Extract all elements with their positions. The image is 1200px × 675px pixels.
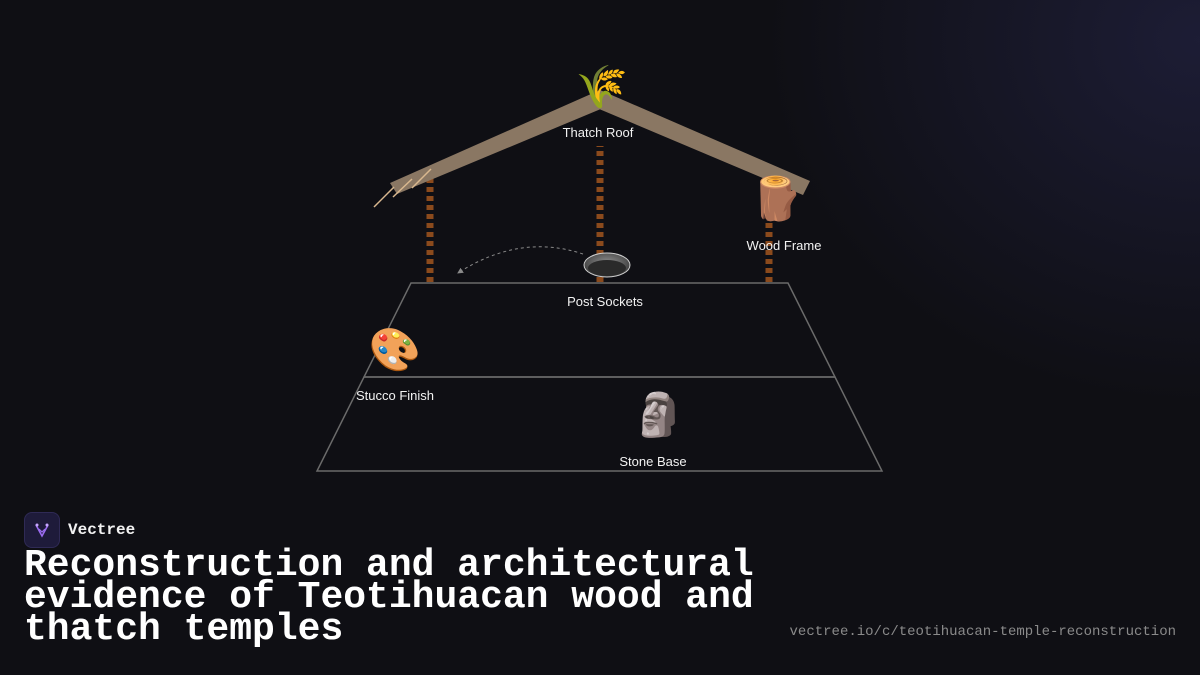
thatch-strand	[392, 178, 413, 198]
wood-log-icon: 🪵	[750, 174, 804, 223]
socket-arrow	[457, 246, 584, 274]
thatch-roof-label: Thatch Roof	[562, 125, 634, 140]
temple-diagram-svg	[315, 90, 884, 472]
brand-name: Vectree	[68, 521, 136, 539]
wood-frame-label: Wood Frame	[746, 238, 822, 253]
wheat-icon: 🌾	[575, 62, 629, 111]
brand: Vectree	[24, 512, 135, 548]
stucco-finish-label: Stucco Finish	[355, 388, 435, 403]
thatch-strand	[411, 168, 432, 189]
stone-base-label: Stone Base	[619, 454, 687, 469]
roof-right-slope	[592, 90, 810, 195]
stucco-platform	[362, 282, 837, 378]
vectree-logo-icon	[24, 512, 60, 548]
moai-icon: 🗿	[632, 390, 686, 439]
temple-diagram: 🌾 Thatch Roof 🪵 Wood Frame Post Sockets …	[315, 62, 884, 472]
page-title: Reconstruction and architectural evidenc…	[24, 544, 754, 651]
post-sockets-label: Post Sockets	[567, 294, 643, 309]
palette-icon: 🎨	[368, 325, 422, 374]
thatch-strand	[373, 186, 395, 208]
vectree-logo-mark	[35, 523, 49, 538]
source-url[interactable]: vectree.io/c/teotihuacan-temple-reconstr…	[789, 624, 1176, 640]
post-socket-hole	[588, 260, 626, 276]
roof-left-slope	[390, 90, 608, 194]
